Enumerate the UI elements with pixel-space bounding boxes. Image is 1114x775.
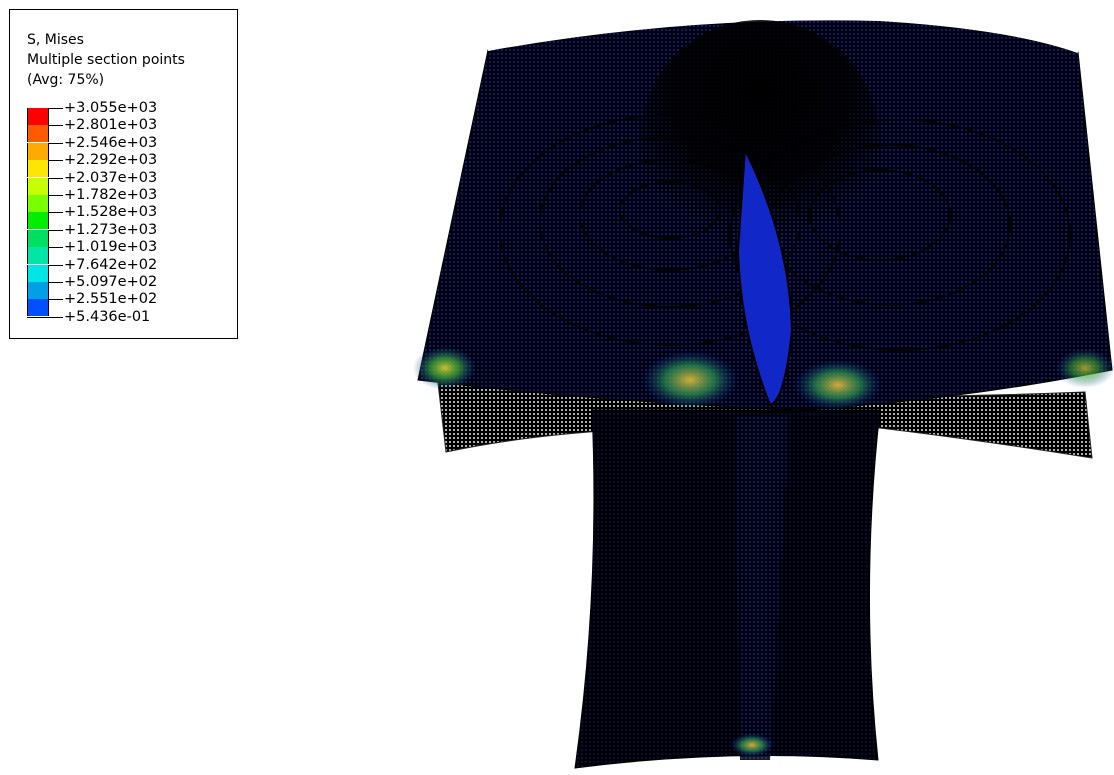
legend-tick-label: +2.801e+03 <box>64 117 158 134</box>
legend-band <box>27 125 49 143</box>
legend-tick-label: +5.436e-01 <box>64 308 151 325</box>
legend-tick-label: +5.097e+02 <box>64 274 158 290</box>
contour-legend: S, Mises Multiple section points (Avg: 7… <box>9 9 238 339</box>
legend-tick-label: +2.037e+03 <box>64 169 158 186</box>
legend-band <box>27 108 49 125</box>
legend-band <box>27 160 49 178</box>
legend-tick <box>49 299 63 301</box>
legend-tick <box>49 160 63 162</box>
hotspot-center-left <box>640 350 740 410</box>
legend-band <box>27 282 49 299</box>
legend-tick <box>49 142 63 144</box>
legend-band <box>27 142 49 160</box>
legend-band <box>27 264 49 282</box>
legend-tick-label: +1.528e+03 <box>64 204 158 221</box>
legend-band <box>27 229 49 247</box>
central-slit <box>736 146 794 407</box>
web-center-strip <box>735 415 790 760</box>
legend-tick <box>49 282 63 283</box>
hotspot-center-right <box>793 359 883 411</box>
legend-tick <box>49 125 63 127</box>
legend-tick-label: +7.642e+02 <box>64 256 158 273</box>
legend-tick <box>49 229 63 231</box>
legend-tick <box>49 264 63 266</box>
web-base-hotspot <box>730 733 774 757</box>
legend-tick-label: +2.546e+03 <box>64 134 158 151</box>
legend-tick <box>49 247 63 249</box>
legend-tick <box>49 108 63 109</box>
legend-averaging: (Avg: 75%) <box>27 72 105 88</box>
legend-tick <box>49 195 63 196</box>
legend-tick-label: +2.292e+03 <box>64 152 158 169</box>
legend-band <box>27 247 49 265</box>
legend-tick-label: +2.551e+02 <box>64 291 158 308</box>
legend-tick-label: +1.273e+03 <box>64 221 158 238</box>
legend-tick <box>49 316 63 318</box>
legend-scale-bottom <box>27 316 49 318</box>
legend-band <box>27 195 49 212</box>
legend-tick-label: +3.055e+03 <box>64 100 158 116</box>
hotspot-left-edge <box>413 346 477 390</box>
legend-variable: S, Mises <box>27 32 84 48</box>
legend-tick <box>49 177 63 179</box>
legend-tick <box>49 212 63 214</box>
legend-band <box>27 212 49 230</box>
legend-tick-label: +1.019e+03 <box>64 239 158 256</box>
legend-tick-label: +1.782e+03 <box>64 187 158 203</box>
top-plate-edge <box>487 18 1079 53</box>
dark-core-region <box>640 20 880 260</box>
hotspot-right-edge <box>1055 348 1114 388</box>
legend-band <box>27 299 49 317</box>
vertical-web <box>574 409 881 769</box>
legend-band <box>27 177 49 195</box>
legend-section: Multiple section points <box>27 52 185 68</box>
